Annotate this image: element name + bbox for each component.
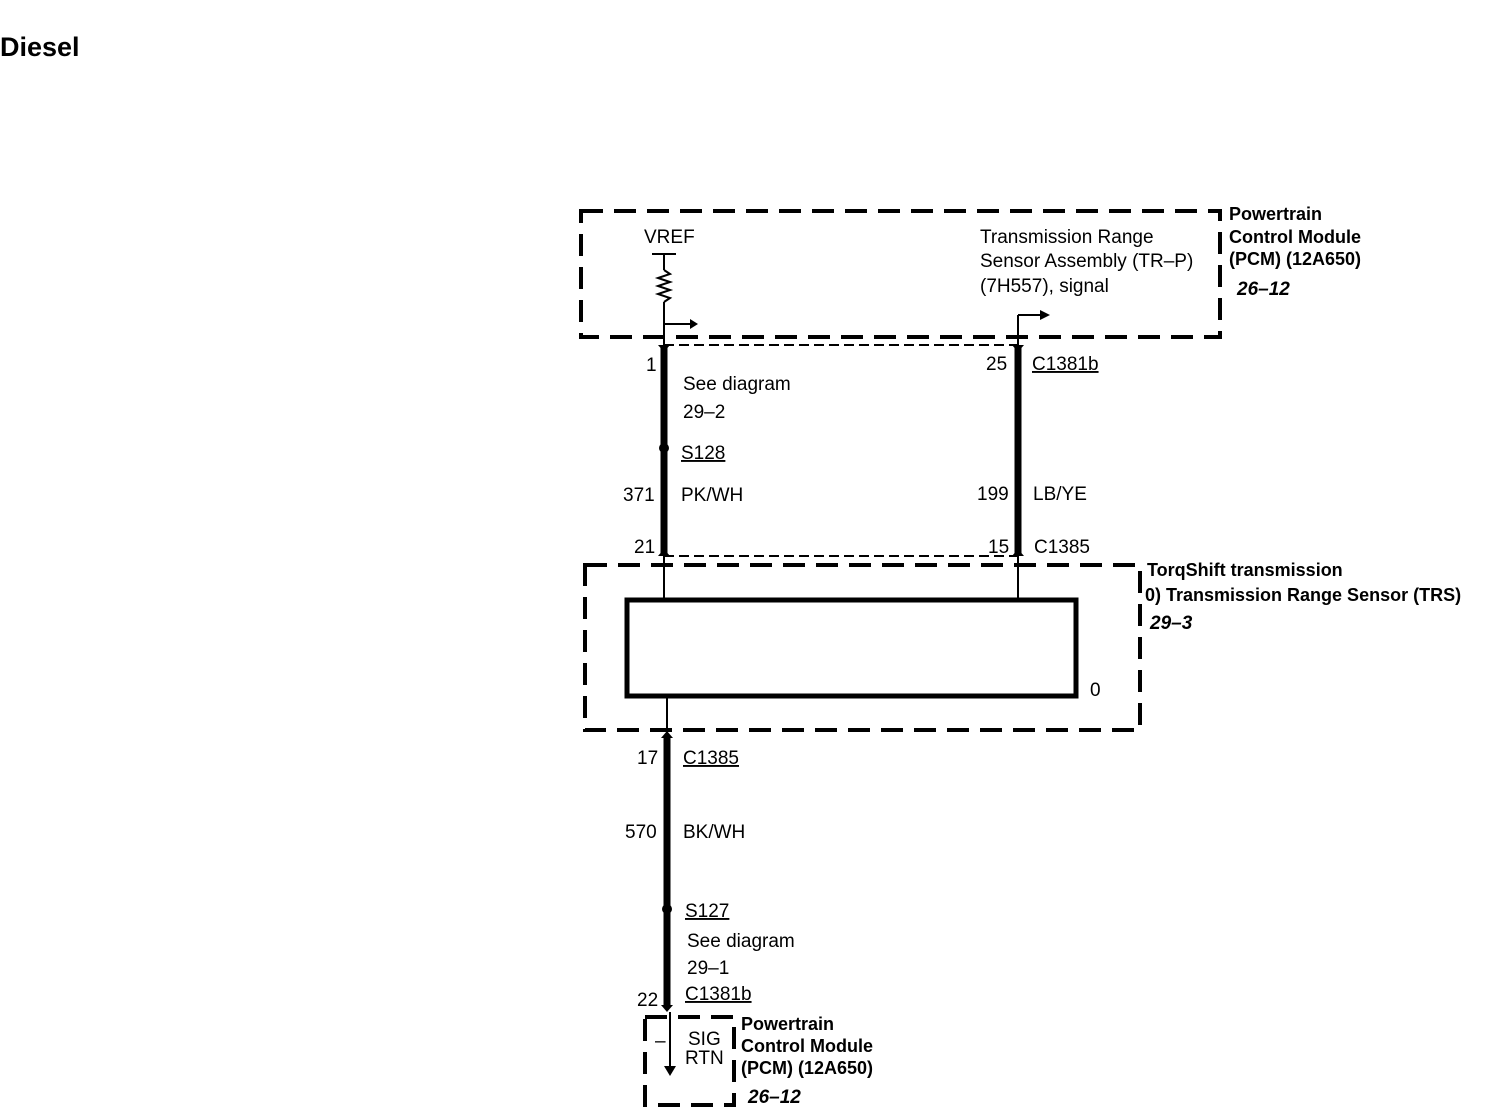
pcm-bottom-box	[643, 1015, 736, 1107]
wire-bottom-pin-bottom: 22	[637, 990, 658, 1011]
wire-bottom-see-line-1: See diagram	[687, 931, 795, 952]
wire-bottom-connector-bottom: C1381b	[685, 984, 752, 1005]
splice-s127: S127	[685, 901, 729, 922]
trs-zero-label: 0	[1090, 680, 1101, 701]
trs-name-line-1: TorqShift transmission	[1147, 560, 1343, 580]
pin-marker-icon	[658, 549, 670, 556]
wire-left-see-line-1: See diagram	[683, 374, 791, 395]
diagram-title: Diesel	[0, 32, 80, 62]
wire-left-pin-bottom: 21	[634, 537, 655, 558]
wire-bottom-see-line-2: 29–1	[687, 958, 729, 979]
signal-label-line-2: Sensor Assembly (TR–P)	[980, 251, 1193, 272]
wire-bottom-connector-top: C1385	[683, 748, 739, 769]
pin-marker-icon	[1012, 345, 1024, 352]
wire-bottom-pin-top: 17	[637, 748, 658, 769]
pin-marker-icon	[661, 731, 673, 738]
pin-marker-icon	[1012, 549, 1024, 556]
wire-left-circuit: 371	[623, 485, 655, 506]
pcm-top-name-line-1: Powertrain	[1229, 204, 1322, 224]
trs-sensor-block	[624, 597, 1079, 699]
pcm-top-name-line-3: (PCM) (12A650)	[1229, 249, 1361, 269]
wire-left-pin-top: 1	[646, 355, 657, 376]
pcm-bottom-rtn: RTN	[685, 1048, 724, 1069]
wire-right-pin-bottom: 15	[988, 537, 1009, 558]
trs-ref: 29–3	[1149, 613, 1193, 634]
signal-input-icon	[1017, 310, 1050, 345]
wire-right-connector-top: C1381b	[1032, 354, 1099, 375]
pcm-bottom-sig: SIG	[688, 1029, 721, 1050]
wire-right-pin-top: 25	[986, 354, 1007, 375]
wire-bottom-circuit: 570	[625, 822, 657, 843]
splice-s127-dot	[662, 904, 672, 914]
pcm-bottom-name-line-2: Control Module	[741, 1036, 873, 1056]
pcm-top-box	[579, 209, 1222, 339]
pcm-top-name-line-2: Control Module	[1229, 227, 1361, 247]
pin-marker-icon	[661, 1005, 673, 1012]
wire-bottom-color: BK/WH	[683, 822, 745, 843]
wire-left-color: PK/WH	[681, 485, 743, 506]
pcm-bottom-dash: –	[655, 1031, 666, 1052]
vref-label: VREF	[644, 227, 695, 248]
signal-label-line-1: Transmission Range	[980, 227, 1154, 248]
pcm-bottom-name-line-3: (PCM) (12A650)	[741, 1058, 873, 1078]
pin-marker-icon	[658, 345, 670, 352]
pcm-top-ref: 26–12	[1236, 279, 1290, 300]
wire-left-see-line-2: 29–2	[683, 402, 725, 423]
resistor-icon	[652, 253, 698, 345]
wire-right-circuit: 199	[977, 484, 1009, 505]
wire-right-connector-bottom: C1385	[1034, 537, 1090, 558]
signal-label-line-3: (7H557), signal	[980, 276, 1109, 297]
splice-s128: S128	[681, 443, 725, 464]
trs-name-line-2: 0) Transmission Range Sensor (TRS)	[1145, 585, 1461, 605]
wire-right-color: LB/YE	[1033, 484, 1087, 505]
pcm-bottom-ref: 26–12	[747, 1087, 801, 1108]
trs-box	[583, 563, 1142, 732]
splice-s128-dot	[659, 443, 669, 453]
pcm-bottom-name-line-1: Powertrain	[741, 1014, 834, 1034]
ground-arrow-icon	[664, 1066, 676, 1076]
